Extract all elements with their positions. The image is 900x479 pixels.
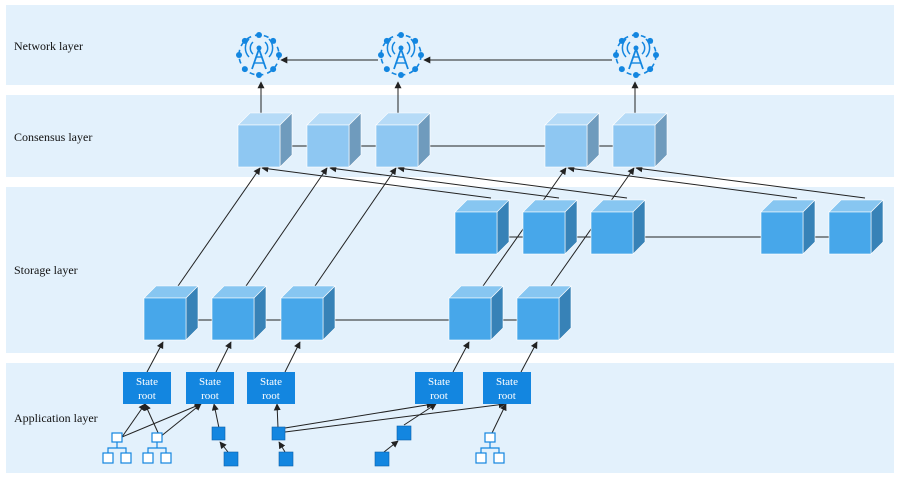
network-node-antenna-tower-icon [613,32,659,78]
data-to-state-root-arrow [121,403,146,438]
state-root-label-line2: root [430,390,448,402]
application-elements: StaterootStaterootStaterootStaterootStat… [102,372,531,467]
data-to-state-root-arrow [121,403,202,438]
network-node-antenna-tower-icon [236,32,282,78]
storage-to-consensus-arrow [329,165,560,199]
data-square-icon [396,425,412,441]
storage-block [211,285,267,341]
data-link-arrow [278,441,286,453]
state-root-label-line1: State [428,376,450,388]
state-root-label-line1: State [496,376,518,388]
state-root-to-storage-arrow [452,341,470,373]
consensus-block [306,112,362,168]
consensus-block [375,112,431,168]
state-root-box: State root [186,372,234,404]
data-to-state-root-arrow [491,403,507,434]
storage-block [516,285,572,341]
data-to-state-root-arrow [284,401,506,433]
state-root-box: State root [123,372,171,404]
data-to-state-root-arrow [284,401,434,429]
state-root-label-line2: root [498,390,516,402]
data-square-icon [271,426,286,441]
tree-structure-icon [475,432,505,464]
data-to-state-root-arrow [273,403,281,429]
storage-to-consensus-arrow [245,167,328,287]
data-to-state-root-arrow [159,403,202,438]
network-layer-label: Network layer [14,39,83,53]
storage-block [448,285,504,341]
state-root-label-line1: State [260,376,282,388]
data-to-state-root-arrow [403,403,437,426]
data-link-arrow [219,441,229,453]
state-root-to-storage-arrow [284,341,301,373]
storage-block [760,199,816,255]
storage-block [143,285,199,341]
application-layer-label: Application layer [14,411,98,425]
network-nodes [236,32,659,78]
storage-block [522,199,578,255]
data-square-icon [374,451,390,467]
state-root-box: State root [247,372,295,404]
network-node-antenna-tower-icon [378,32,424,78]
consensus-block [612,112,668,168]
state-root-label-line2: root [201,390,219,402]
state-root-label-line2: root [138,390,156,402]
storage-to-consensus-arrow [635,165,866,199]
storage-to-consensus-arrow [567,165,798,199]
storage-to-consensus-arrow [397,165,628,199]
storage-to-consensus-arrow [314,167,397,287]
storage-blocks [143,199,884,341]
storage-to-consensus-arrow [261,165,492,199]
state-root-to-storage-arrow [215,341,232,373]
state-root-to-storage-arrow [146,341,164,373]
storage-layer-label: Storage layer [14,263,78,277]
tree-structure-icon [102,432,132,464]
state-root-label-line1: State [199,376,221,388]
network-layer-band [6,5,894,85]
storage-to-consensus-arrow [177,167,261,287]
state-root-box: State root [415,372,463,404]
consensus-blocks [237,112,668,168]
data-square-icon [278,451,294,467]
state-root-to-storage-arrow [520,341,538,373]
state-root-label-line1: State [136,376,158,388]
storage-block [454,199,510,255]
storage-block [280,285,336,341]
tree-structure-icon [142,432,172,464]
consensus-layer-band [6,95,894,177]
data-to-state-root-arrow [144,403,161,438]
storage-block [590,199,646,255]
consensus-block [544,112,600,168]
data-square-icon [223,451,239,467]
data-to-state-root-arrow [211,403,220,429]
data-link-arrow [383,440,399,453]
state-root-box: State root [483,372,531,404]
consensus-layer-label: Consensus layer [14,130,92,144]
storage-block [828,199,884,255]
state-root-label-line2: root [262,390,280,402]
data-square-icon [211,426,226,441]
consensus-block [237,112,293,168]
